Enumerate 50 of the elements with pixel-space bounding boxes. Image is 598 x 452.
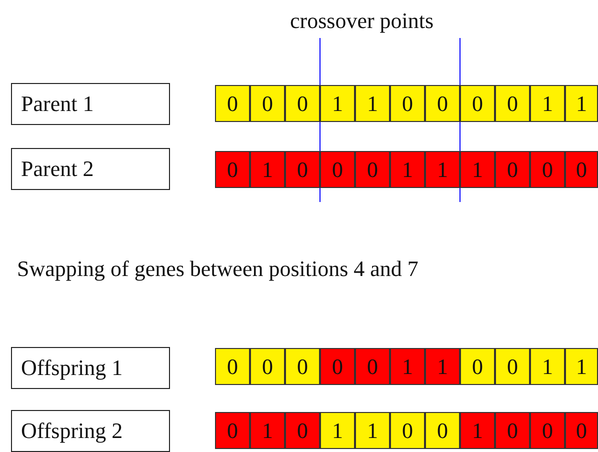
- gene-cell: 0: [355, 348, 390, 385]
- gene-cell: 0: [460, 348, 495, 385]
- gene-cell: 1: [530, 85, 565, 122]
- gene-cell: 0: [565, 412, 598, 449]
- gene-cell: 0: [285, 151, 320, 188]
- gene-cell: 0: [215, 412, 250, 449]
- gene-cell: 1: [425, 151, 460, 188]
- gene-cell: 0: [215, 151, 250, 188]
- gene-cell: 1: [530, 348, 565, 385]
- caption-text: Swapping of genes between positions 4 and 7: [17, 258, 418, 280]
- label-box: Parent 1: [11, 83, 170, 125]
- label-box: Offspring 2: [11, 410, 170, 452]
- gene-cell: 0: [390, 412, 425, 449]
- gene-cell: 0: [285, 348, 320, 385]
- gene-cell: 0: [565, 151, 598, 188]
- gene-cell: 1: [320, 412, 355, 449]
- annotation-text: crossover points: [290, 10, 434, 32]
- gene-cell: 1: [355, 412, 390, 449]
- gene-cell: 1: [250, 151, 285, 188]
- gene-cell: 0: [495, 412, 530, 449]
- gene-cell: 1: [320, 85, 355, 122]
- gene-cell: 0: [530, 412, 565, 449]
- gene-cell: 0: [495, 85, 530, 122]
- gene-cell: 1: [565, 85, 598, 122]
- gene-cell: 0: [355, 151, 390, 188]
- gene-cell: 0: [390, 85, 425, 122]
- gene-cell: 0: [285, 85, 320, 122]
- gene-cell: 0: [495, 348, 530, 385]
- gene-cell: 0: [530, 151, 565, 188]
- gene-cell: 1: [390, 151, 425, 188]
- gene-cell: 1: [460, 151, 495, 188]
- gene-cell: 0: [425, 85, 460, 122]
- gene-cell: 1: [390, 348, 425, 385]
- gene-cell: 0: [425, 412, 460, 449]
- gene-cell: 1: [425, 348, 460, 385]
- label-box: Offspring 1: [11, 347, 170, 389]
- gene-cell: 1: [565, 348, 598, 385]
- gene-cell: 1: [355, 85, 390, 122]
- gene-cell: 0: [215, 348, 250, 385]
- gene-cell: 0: [320, 151, 355, 188]
- gene-cell: 0: [460, 85, 495, 122]
- label-box: Parent 2: [11, 148, 170, 190]
- gene-cell: 0: [215, 85, 250, 122]
- gene-cell: 1: [460, 412, 495, 449]
- gene-cell: 0: [250, 348, 285, 385]
- gene-cell: 0: [320, 348, 355, 385]
- gene-cell: 1: [250, 412, 285, 449]
- gene-cell: 0: [250, 85, 285, 122]
- gene-cell: 0: [495, 151, 530, 188]
- gene-cell: 0: [285, 412, 320, 449]
